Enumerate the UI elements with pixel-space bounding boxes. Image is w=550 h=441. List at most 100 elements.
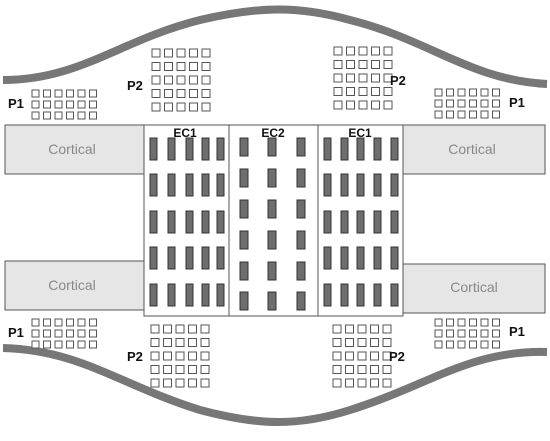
ec-rectangle <box>296 230 306 250</box>
small-square <box>382 378 392 388</box>
small-square <box>434 88 443 97</box>
small-square <box>492 318 500 327</box>
small-square <box>188 324 197 334</box>
p2-label-bottom-left: P2 <box>127 349 143 364</box>
ec-rectangle <box>239 137 249 157</box>
ec-rectangle <box>390 137 399 161</box>
small-square <box>163 324 172 334</box>
ec-rectangle <box>216 137 225 161</box>
small-square <box>371 73 380 83</box>
small-square <box>434 318 443 327</box>
ec-rectangle <box>167 283 176 307</box>
ec-rectangle <box>296 261 306 281</box>
small-square <box>151 102 161 112</box>
ec-rectangle <box>149 210 158 234</box>
ec-rectangle <box>356 210 365 234</box>
small-square <box>163 351 172 361</box>
small-square <box>457 329 466 338</box>
ec-rectangle <box>267 137 277 157</box>
small-square <box>66 111 74 120</box>
small-square <box>370 324 379 334</box>
small-square <box>383 100 393 110</box>
small-square <box>371 60 380 69</box>
ec1-label-right: EC1 <box>348 126 372 140</box>
small-square <box>89 318 97 327</box>
small-square <box>434 99 443 108</box>
small-square <box>43 89 51 98</box>
small-square <box>333 60 343 69</box>
small-square <box>434 340 443 349</box>
small-square <box>66 89 74 98</box>
ec-rectangle <box>340 173 349 197</box>
small-square <box>480 99 489 108</box>
ec-rectangle <box>267 261 277 281</box>
ec-rectangle <box>185 173 194 197</box>
ec-rectangle <box>185 246 194 270</box>
small-square <box>332 338 342 347</box>
small-square <box>43 318 51 327</box>
ec-rectangle <box>373 283 382 307</box>
small-square <box>163 365 172 374</box>
small-square <box>164 62 173 71</box>
ec-rectangle <box>149 246 158 270</box>
small-square <box>175 378 185 388</box>
small-square <box>176 48 186 58</box>
small-square <box>480 329 489 338</box>
ec-rectangle <box>216 246 225 270</box>
p1-label-top-right: P1 <box>509 95 525 110</box>
small-square <box>164 89 173 98</box>
small-square <box>66 318 74 327</box>
small-square <box>345 351 354 361</box>
ec-rectangle <box>373 210 382 234</box>
small-square <box>457 88 466 97</box>
ec-rectangle <box>267 230 277 250</box>
small-square <box>434 329 443 338</box>
p2-label-top-right: P2 <box>390 73 406 88</box>
small-square <box>382 365 392 374</box>
small-square <box>358 87 368 96</box>
small-square <box>201 62 211 71</box>
cortical-label: Cortical <box>48 141 95 157</box>
small-square <box>382 351 392 361</box>
ec-rectangle <box>390 210 399 234</box>
small-square <box>54 340 63 349</box>
small-square <box>31 329 40 338</box>
small-square <box>383 73 393 83</box>
small-square <box>357 378 367 388</box>
small-square <box>54 89 63 98</box>
small-square <box>332 351 342 361</box>
small-square <box>332 365 342 374</box>
ec-rectangle <box>239 168 249 188</box>
small-square <box>54 111 63 120</box>
small-square <box>189 48 198 58</box>
small-square <box>446 340 454 349</box>
small-square <box>151 75 161 85</box>
small-square <box>357 365 367 374</box>
small-square <box>370 365 379 374</box>
small-square <box>150 324 160 334</box>
small-square <box>176 75 186 85</box>
small-square <box>492 340 500 349</box>
ec-rectangle <box>373 246 382 270</box>
ec-rectangle <box>296 137 306 157</box>
ec-rectangle <box>201 246 210 270</box>
small-square <box>189 75 198 85</box>
small-square <box>383 60 393 69</box>
ec-rectangle <box>149 283 158 307</box>
small-square <box>345 338 354 347</box>
small-square <box>189 89 198 98</box>
small-square <box>151 48 161 58</box>
small-square <box>480 340 489 349</box>
ec-rectangle <box>149 137 158 161</box>
small-square <box>492 88 500 97</box>
small-square <box>357 351 367 361</box>
small-square <box>176 102 186 112</box>
ec-rectangle <box>323 173 332 197</box>
small-square <box>370 378 379 388</box>
small-square <box>201 75 211 85</box>
small-square <box>175 324 185 334</box>
small-square <box>89 100 97 109</box>
cortical-bottom-left: Cortical <box>4 260 145 311</box>
small-square <box>77 318 86 327</box>
ec-rectangle <box>185 137 194 161</box>
